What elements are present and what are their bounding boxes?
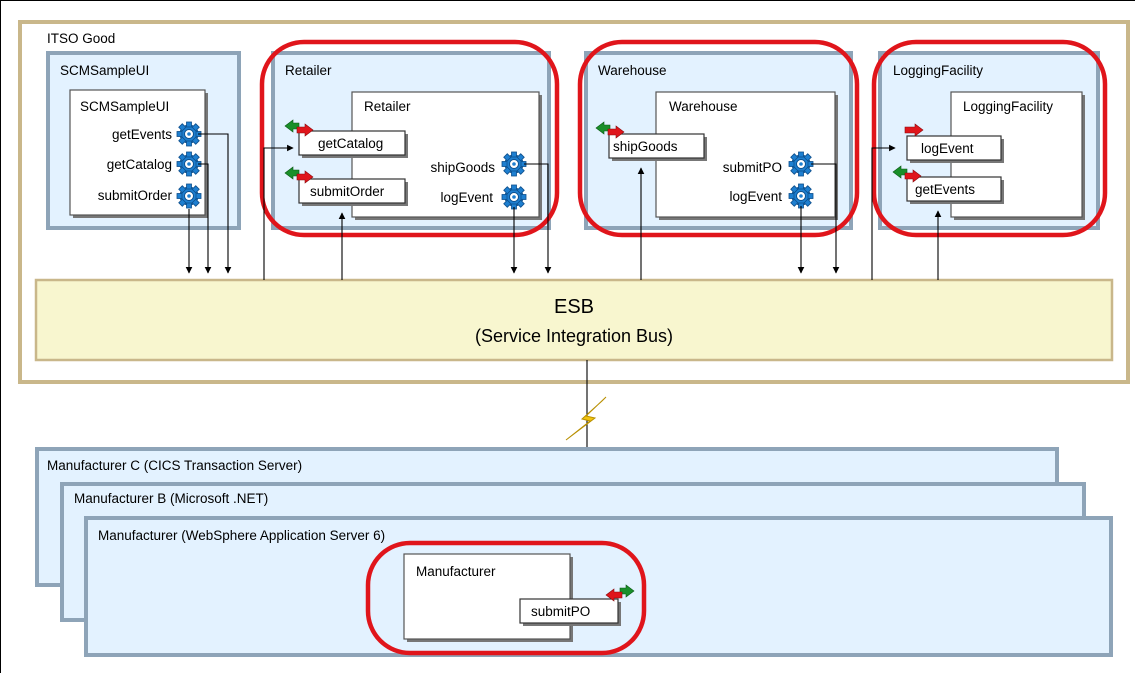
op-submit-order: submitOrder — [98, 188, 173, 203]
gear-icon — [176, 183, 202, 209]
manufacturer-was-title: Manufacturer (WebSphere Application Serv… — [98, 528, 385, 543]
port-get-catalog: getCatalog — [318, 136, 383, 151]
manufacturer-b-title: Manufacturer B (Microsoft .NET) — [74, 491, 268, 506]
port-submit-po: submitPO — [531, 604, 590, 619]
scm-sample-ui-inner-title: SCMSampleUI — [80, 99, 169, 114]
esb-bar — [34, 278, 1114, 362]
retailer-inner-title: Retailer — [364, 99, 411, 114]
port-ship-goods: shipGoods — [613, 139, 678, 154]
retailer-title: Retailer — [285, 63, 332, 78]
logging-facility-highlight — [871, 39, 1108, 238]
manufacturer-highlight — [365, 540, 647, 656]
retailer-pane: Retailer Retailer getCatalog submitOrder… — [271, 51, 551, 230]
op-log-event: logEvent — [440, 190, 493, 205]
manufacturer-component: Manufacturer submitPO — [403, 553, 635, 642]
op-ship-goods: shipGoods — [430, 160, 495, 175]
itso-good-label: ITSO Good — [47, 31, 115, 46]
gear-icon — [501, 151, 527, 177]
logging-facility-title: LoggingFacility — [893, 63, 983, 78]
gear-icon — [176, 151, 202, 177]
warehouse-inner-title: Warehouse — [669, 99, 738, 114]
logging-facility-pane: LoggingFacility LoggingFacility logEvent… — [878, 51, 1100, 230]
op-submit-po: submitPO — [723, 160, 782, 175]
manufacturer-c-title: Manufacturer C (CICS Transaction Server) — [47, 458, 302, 473]
manufacturer-inner-title: Manufacturer — [416, 564, 496, 579]
warehouse-pane: Warehouse Warehouse shipGoods submitPO l… — [584, 51, 853, 230]
warehouse-title: Warehouse — [598, 63, 667, 78]
warehouse-highlight — [577, 39, 860, 238]
op-log-event-warehouse: logEvent — [729, 189, 782, 204]
esb-subtitle: (Service Integration Bus) — [475, 326, 673, 346]
lightning-icon — [565, 396, 607, 441]
scm-sample-ui-title: SCMSampleUI — [60, 63, 149, 78]
gear-icon — [788, 183, 814, 209]
retailer-highlight — [259, 39, 560, 238]
scm-sample-ui-pane: SCMSampleUI SCMSampleUI getEvents getCat… — [46, 51, 241, 230]
port-log-event: logEvent — [921, 141, 974, 156]
op-get-events: getEvents — [112, 127, 172, 142]
gear-icon — [788, 151, 814, 177]
port-submit-order: submitOrder — [310, 184, 385, 199]
gear-icon — [501, 184, 527, 210]
op-get-catalog: getCatalog — [107, 157, 172, 172]
esb-title: ESB — [554, 296, 594, 318]
logging-facility-inner-title: LoggingFacility — [963, 99, 1053, 114]
port-get-events: getEvents — [915, 182, 975, 197]
manufacturer-was-pane: Manufacturer (WebSphere Application Serv… — [84, 516, 1113, 657]
gear-icon — [176, 121, 202, 147]
